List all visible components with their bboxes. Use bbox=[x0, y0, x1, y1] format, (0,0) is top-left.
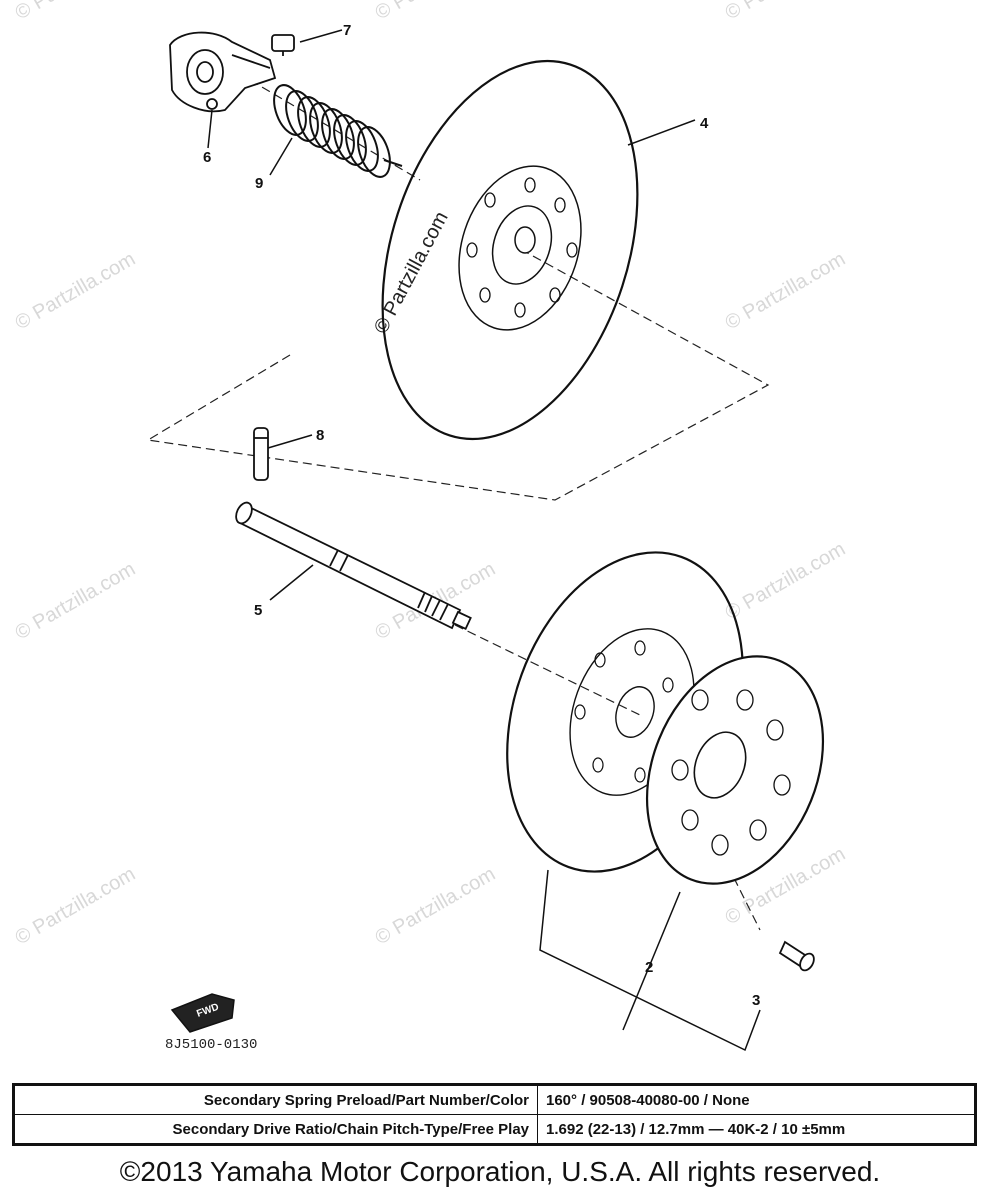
forward-direction-marker: FWD bbox=[170, 993, 235, 1033]
watermark: © Partzilla.com bbox=[722, 538, 850, 624]
watermark: © Partzilla.com bbox=[12, 0, 140, 24]
callout-6: 6 bbox=[203, 149, 211, 166]
table-row: Secondary Spring Preload/Part Number/Col… bbox=[13, 1084, 976, 1115]
spec-table: Secondary Spring Preload/Part Number/Col… bbox=[12, 1083, 977, 1146]
watermark: © Partzilla.com bbox=[722, 248, 850, 334]
watermark: © Partzilla.com bbox=[12, 863, 140, 949]
spec-label: Secondary Drive Ratio/Chain Pitch-Type/F… bbox=[13, 1114, 538, 1145]
part-8-pin bbox=[253, 427, 269, 481]
part-2-cover-plate bbox=[645, 655, 825, 885]
watermark: © Partzilla.com bbox=[372, 0, 500, 24]
copyright-notice: ©2013 Yamaha Motor Corporation, U.S.A. A… bbox=[119, 1156, 881, 1187]
part-3-bolt bbox=[778, 940, 815, 972]
callout-7: 7 bbox=[343, 22, 351, 39]
spec-label: Secondary Spring Preload/Part Number/Col… bbox=[13, 1084, 538, 1115]
spec-value: 160° / 90508-40080-00 / None bbox=[537, 1084, 976, 1115]
spec-value: 1.692 (22-13) / 12.7mm — 40K-2 / 10 ±5mm bbox=[537, 1114, 976, 1145]
callout-labels: 7 6 9 4 8 5 2 3 bbox=[203, 22, 760, 1009]
watermark: © Partzilla.com bbox=[722, 0, 850, 24]
part-9-secondary-spring bbox=[273, 84, 403, 178]
callout-3: 3 bbox=[752, 992, 760, 1009]
figure-code: 8J5100-0130 bbox=[165, 1037, 257, 1053]
callout-9: 9 bbox=[255, 175, 263, 192]
exploded-parts-diagram: © Partzilla.com © Partzilla.com © Partzi… bbox=[12, 0, 850, 1053]
callout-2: 2 bbox=[645, 959, 653, 976]
callout-5: 5 bbox=[254, 602, 262, 619]
watermark: © Partzilla.com bbox=[12, 248, 140, 334]
callout-leader-lines bbox=[207, 29, 761, 1052]
part-4-fixed-sheave bbox=[381, 59, 639, 441]
table-row: Secondary Drive Ratio/Chain Pitch-Type/F… bbox=[13, 1114, 976, 1145]
part-6-cam-bracket bbox=[169, 31, 277, 113]
callout-4: 4 bbox=[700, 115, 709, 132]
watermark: © Partzilla.com bbox=[12, 558, 140, 644]
part-5-secondary-shaft bbox=[235, 501, 472, 630]
callout-8: 8 bbox=[316, 427, 324, 444]
watermark: © Partzilla.com bbox=[372, 863, 500, 949]
part-7-cam-slider bbox=[271, 34, 295, 56]
